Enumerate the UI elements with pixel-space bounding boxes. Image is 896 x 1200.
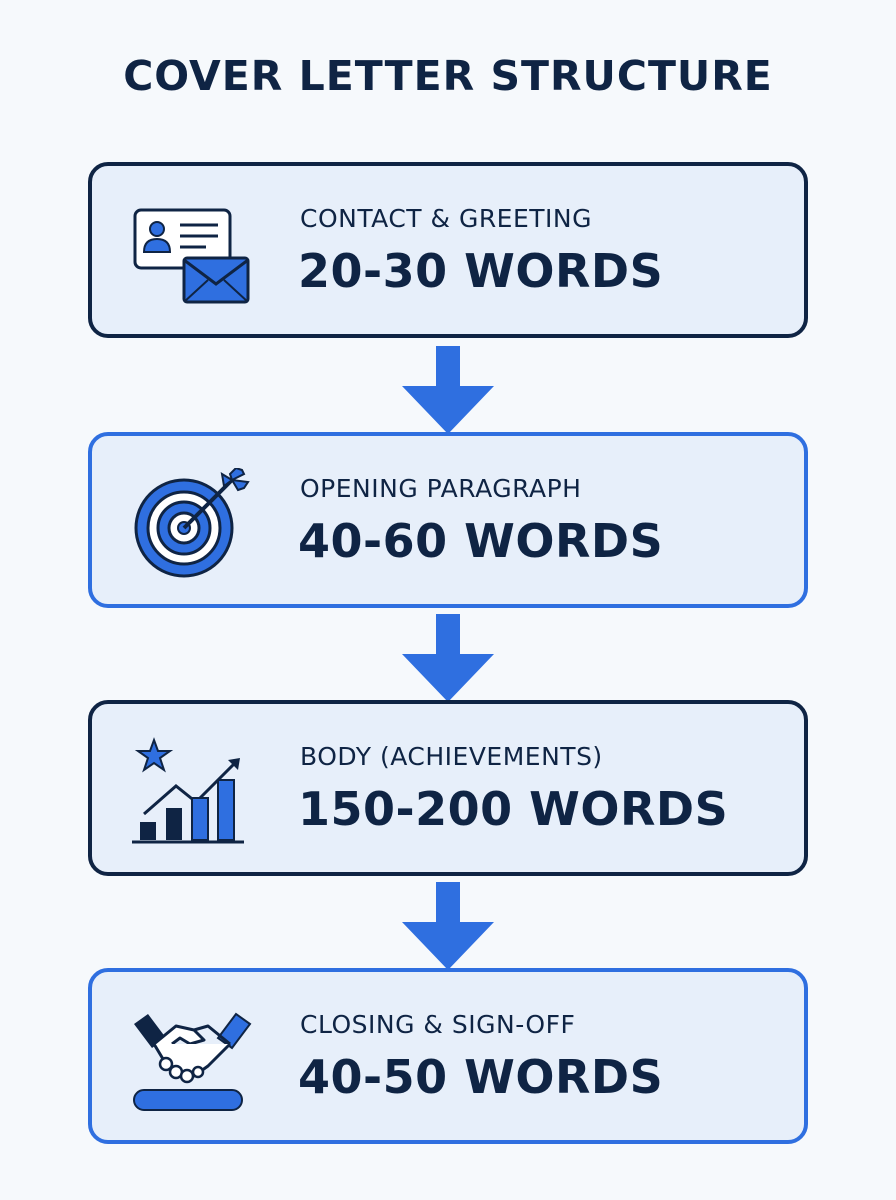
down-arrow-icon	[398, 882, 498, 972]
down-arrow-icon	[398, 346, 498, 436]
section-label: CLOSING & SIGN-OFF	[300, 1010, 576, 1039]
contact-card-envelope-icon	[132, 198, 252, 308]
section-label: BODY (ACHIEVEMENTS)	[300, 742, 603, 771]
handshake-icon	[132, 1004, 252, 1114]
target-arrow-icon	[132, 468, 252, 578]
section-closing-signoff: CLOSING & SIGN-OFF 40-50 WORDS	[88, 968, 808, 1144]
section-word-count: 150-200 WORDS	[298, 782, 729, 836]
section-word-count: 40-50 WORDS	[298, 1050, 664, 1104]
page-title: COVER LETTER STRUCTURE	[123, 52, 773, 100]
section-label: CONTACT & GREETING	[300, 204, 592, 233]
section-label: OPENING PARAGRAPH	[300, 474, 582, 503]
section-word-count: 20-30 WORDS	[298, 244, 664, 298]
down-arrow-icon	[398, 614, 498, 704]
growth-chart-star-icon	[132, 736, 252, 846]
section-word-count: 40-60 WORDS	[298, 514, 664, 568]
section-opening-paragraph: OPENING PARAGRAPH 40-60 WORDS	[88, 432, 808, 608]
section-body-achievements: BODY (ACHIEVEMENTS) 150-200 WORDS	[88, 700, 808, 876]
section-contact-greeting: CONTACT & GREETING 20-30 WORDS	[88, 162, 808, 338]
